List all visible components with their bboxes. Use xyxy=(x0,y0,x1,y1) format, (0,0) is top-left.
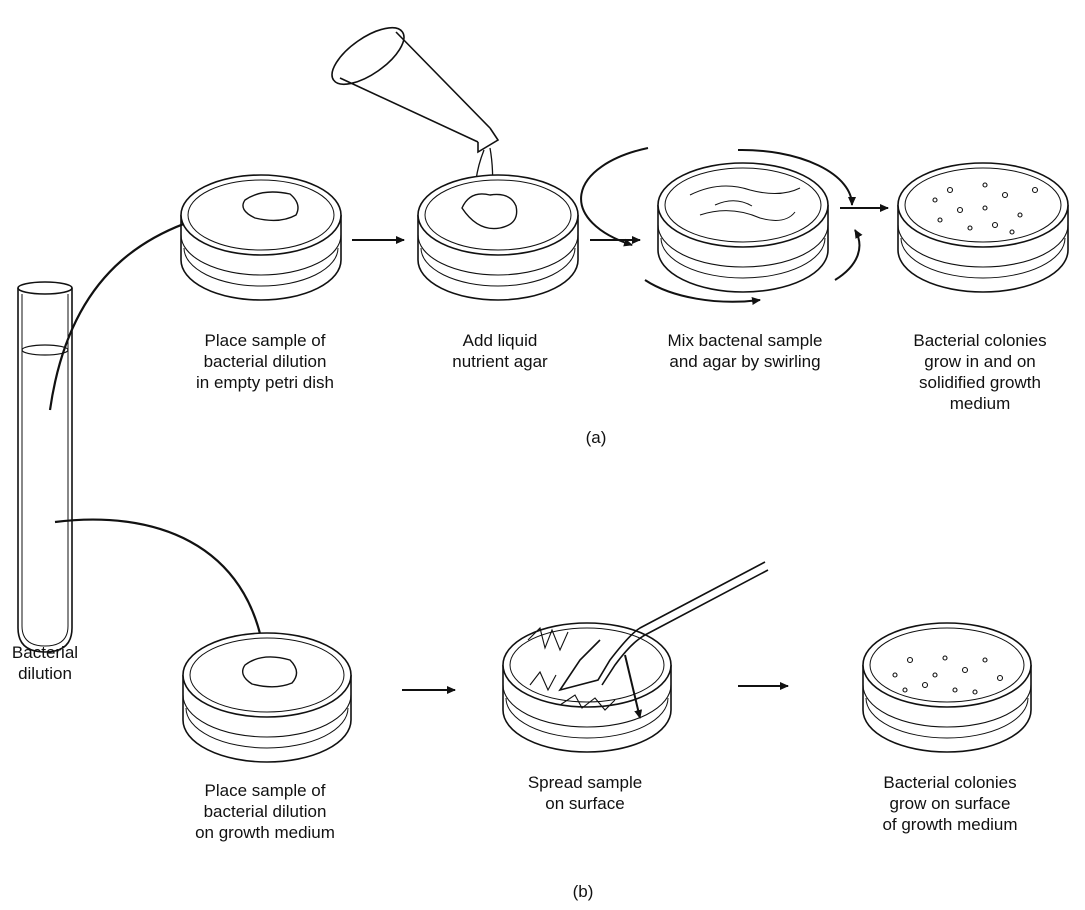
caption-a4: Bacterial colonies grow in and on solidi… xyxy=(880,330,1080,414)
petri-dish-a4 xyxy=(898,163,1068,292)
petri-dish-b1 xyxy=(183,633,351,762)
petri-dish-a3 xyxy=(658,163,828,292)
panel-b-tag: (b) xyxy=(563,882,603,902)
petri-dish-b3 xyxy=(863,623,1031,752)
tube-label: Bacterial dilution xyxy=(0,642,90,684)
caption-b2: Spread sample on surface xyxy=(495,772,675,814)
petri-dish-b2 xyxy=(503,623,671,752)
caption-b3: Bacterial colonies grow on surface of gr… xyxy=(850,772,1050,835)
test-tube xyxy=(18,282,72,652)
caption-a1: Place sample of bacterial dilution in em… xyxy=(160,330,370,393)
panel-a-tag: (a) xyxy=(576,428,616,448)
petri-dish-a1 xyxy=(181,175,341,300)
caption-a2: Add liquid nutrient agar xyxy=(410,330,590,372)
caption-b1: Place sample of bacterial dilution on gr… xyxy=(160,780,370,843)
liquid-level xyxy=(22,345,68,355)
caption-a3: Mix bactenal sample and agar by swirling xyxy=(630,330,860,372)
petri-dish-a2 xyxy=(418,175,578,300)
